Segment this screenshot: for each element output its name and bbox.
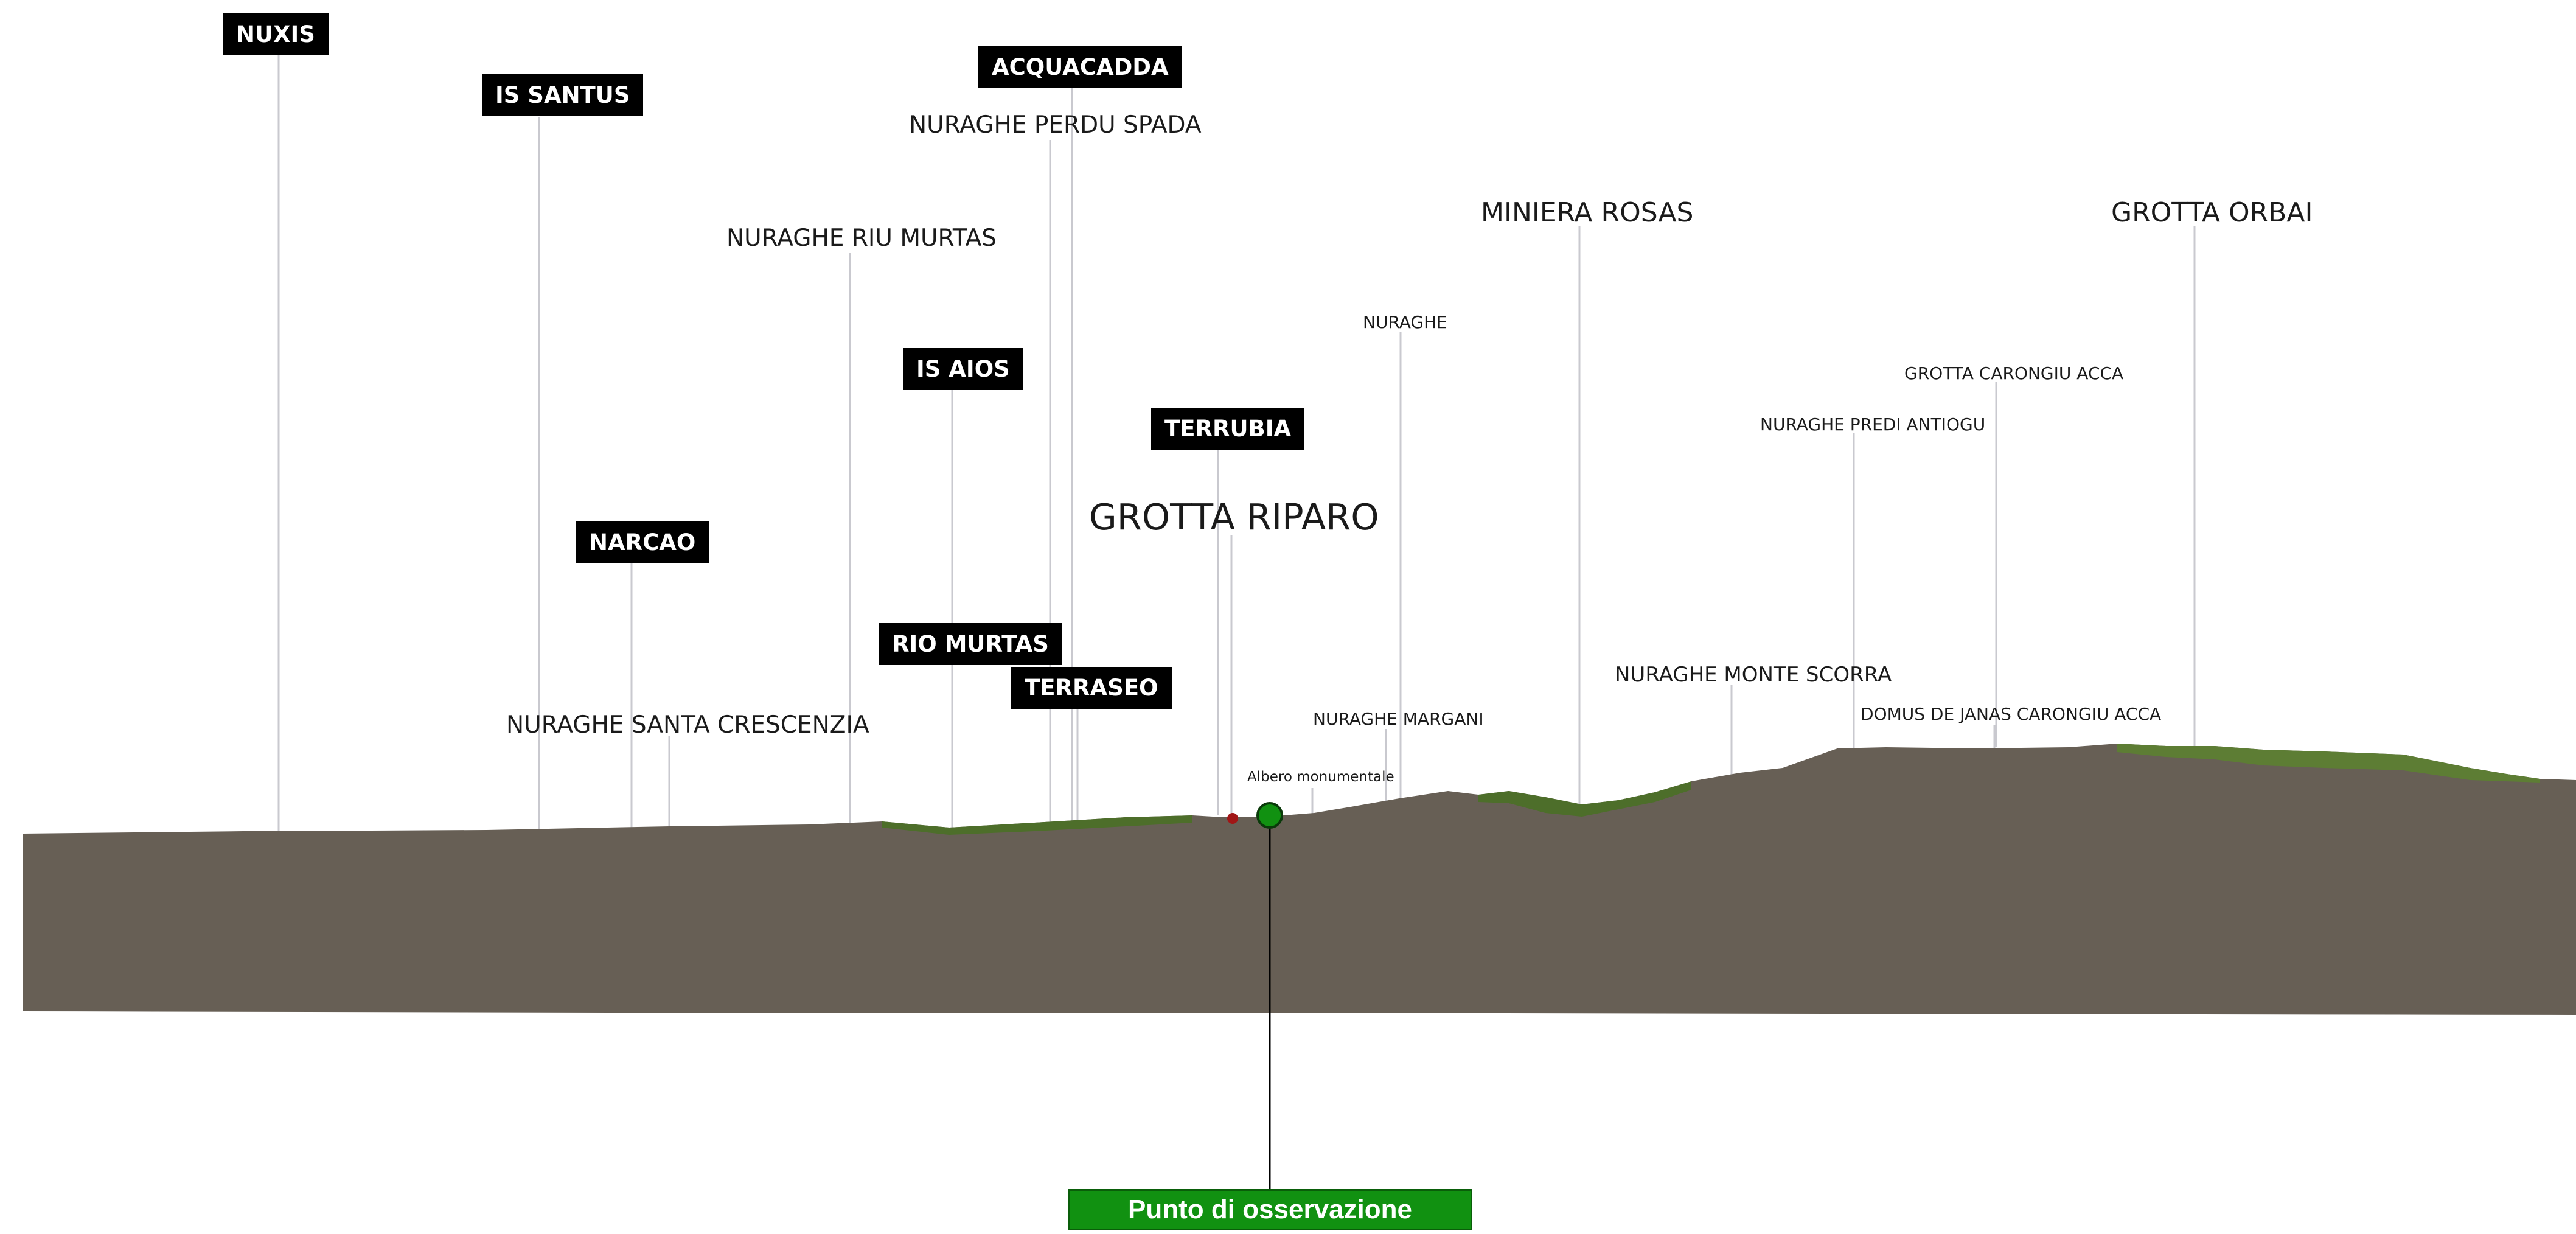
town-label-acquacadda: ACQUACADDA	[978, 46, 1182, 88]
site-label-nuraghe-margani: NURAGHE MARGANI	[1313, 709, 1484, 729]
site-label-nuraghe-santa-crescenzia: NURAGHE SANTA CRESCENZIA	[506, 711, 869, 739]
vegetation-cover	[882, 744, 2540, 835]
observer-label: Punto di osservazione	[1068, 1189, 1472, 1230]
site-label-nuraghe: NURAGHE	[1363, 312, 1447, 332]
site-label-grotta-carongiu-acca: GROTTA CARONGIU ACCA	[1904, 363, 2124, 383]
town-label-is-santus: IS SANTUS	[482, 74, 644, 116]
site-label-domus-de-janas: DOMUS DE JANAS CARONGIU ACCA	[1861, 704, 2162, 724]
vegetation-patch	[1478, 781, 1691, 817]
town-label-is-aios: IS AIOS	[903, 348, 1023, 390]
site-label-nuraghe-riu-murtas: NURAGHE RIU MURTAS	[726, 225, 997, 252]
red-marker	[1227, 813, 1238, 824]
site-label-miniera-rosas: MINIERA ROSAS	[1481, 197, 1694, 228]
site-label-nuraghe-monte-scorra: NURAGHE MONTE SCORRA	[1615, 663, 1892, 687]
site-label-nuraghe-perdu-spada: NURAGHE PERDU SPADA	[909, 111, 1202, 139]
leader-lines	[277, 55, 2196, 832]
site-label-grotta-orbai: GROTTA ORBAI	[2111, 197, 2313, 228]
site-label-albero-monumentale: Albero monumentale	[1247, 769, 1394, 785]
town-label-narcao: NARCAO	[576, 521, 709, 563]
terrain-profile	[23, 744, 2576, 1015]
site-label-grotta-riparo: GROTTA RIPARO	[1089, 496, 1379, 538]
town-label-terrubia: TERRUBIA	[1151, 408, 1305, 450]
observer-point	[1256, 802, 1283, 829]
observer-marker	[1227, 802, 1283, 1189]
town-label-nuxis: NUXIS	[223, 13, 329, 55]
site-label-nuraghe-predi-antiogu: NURAGHE PREDI ANTIOGU	[1760, 414, 1986, 434]
town-label-terraseo: TERRASEO	[1011, 667, 1172, 709]
town-label-rio-murtas: RIO MURTAS	[879, 623, 1062, 665]
vegetation-patch	[2117, 744, 2540, 783]
vegetation-patch	[882, 815, 1192, 835]
